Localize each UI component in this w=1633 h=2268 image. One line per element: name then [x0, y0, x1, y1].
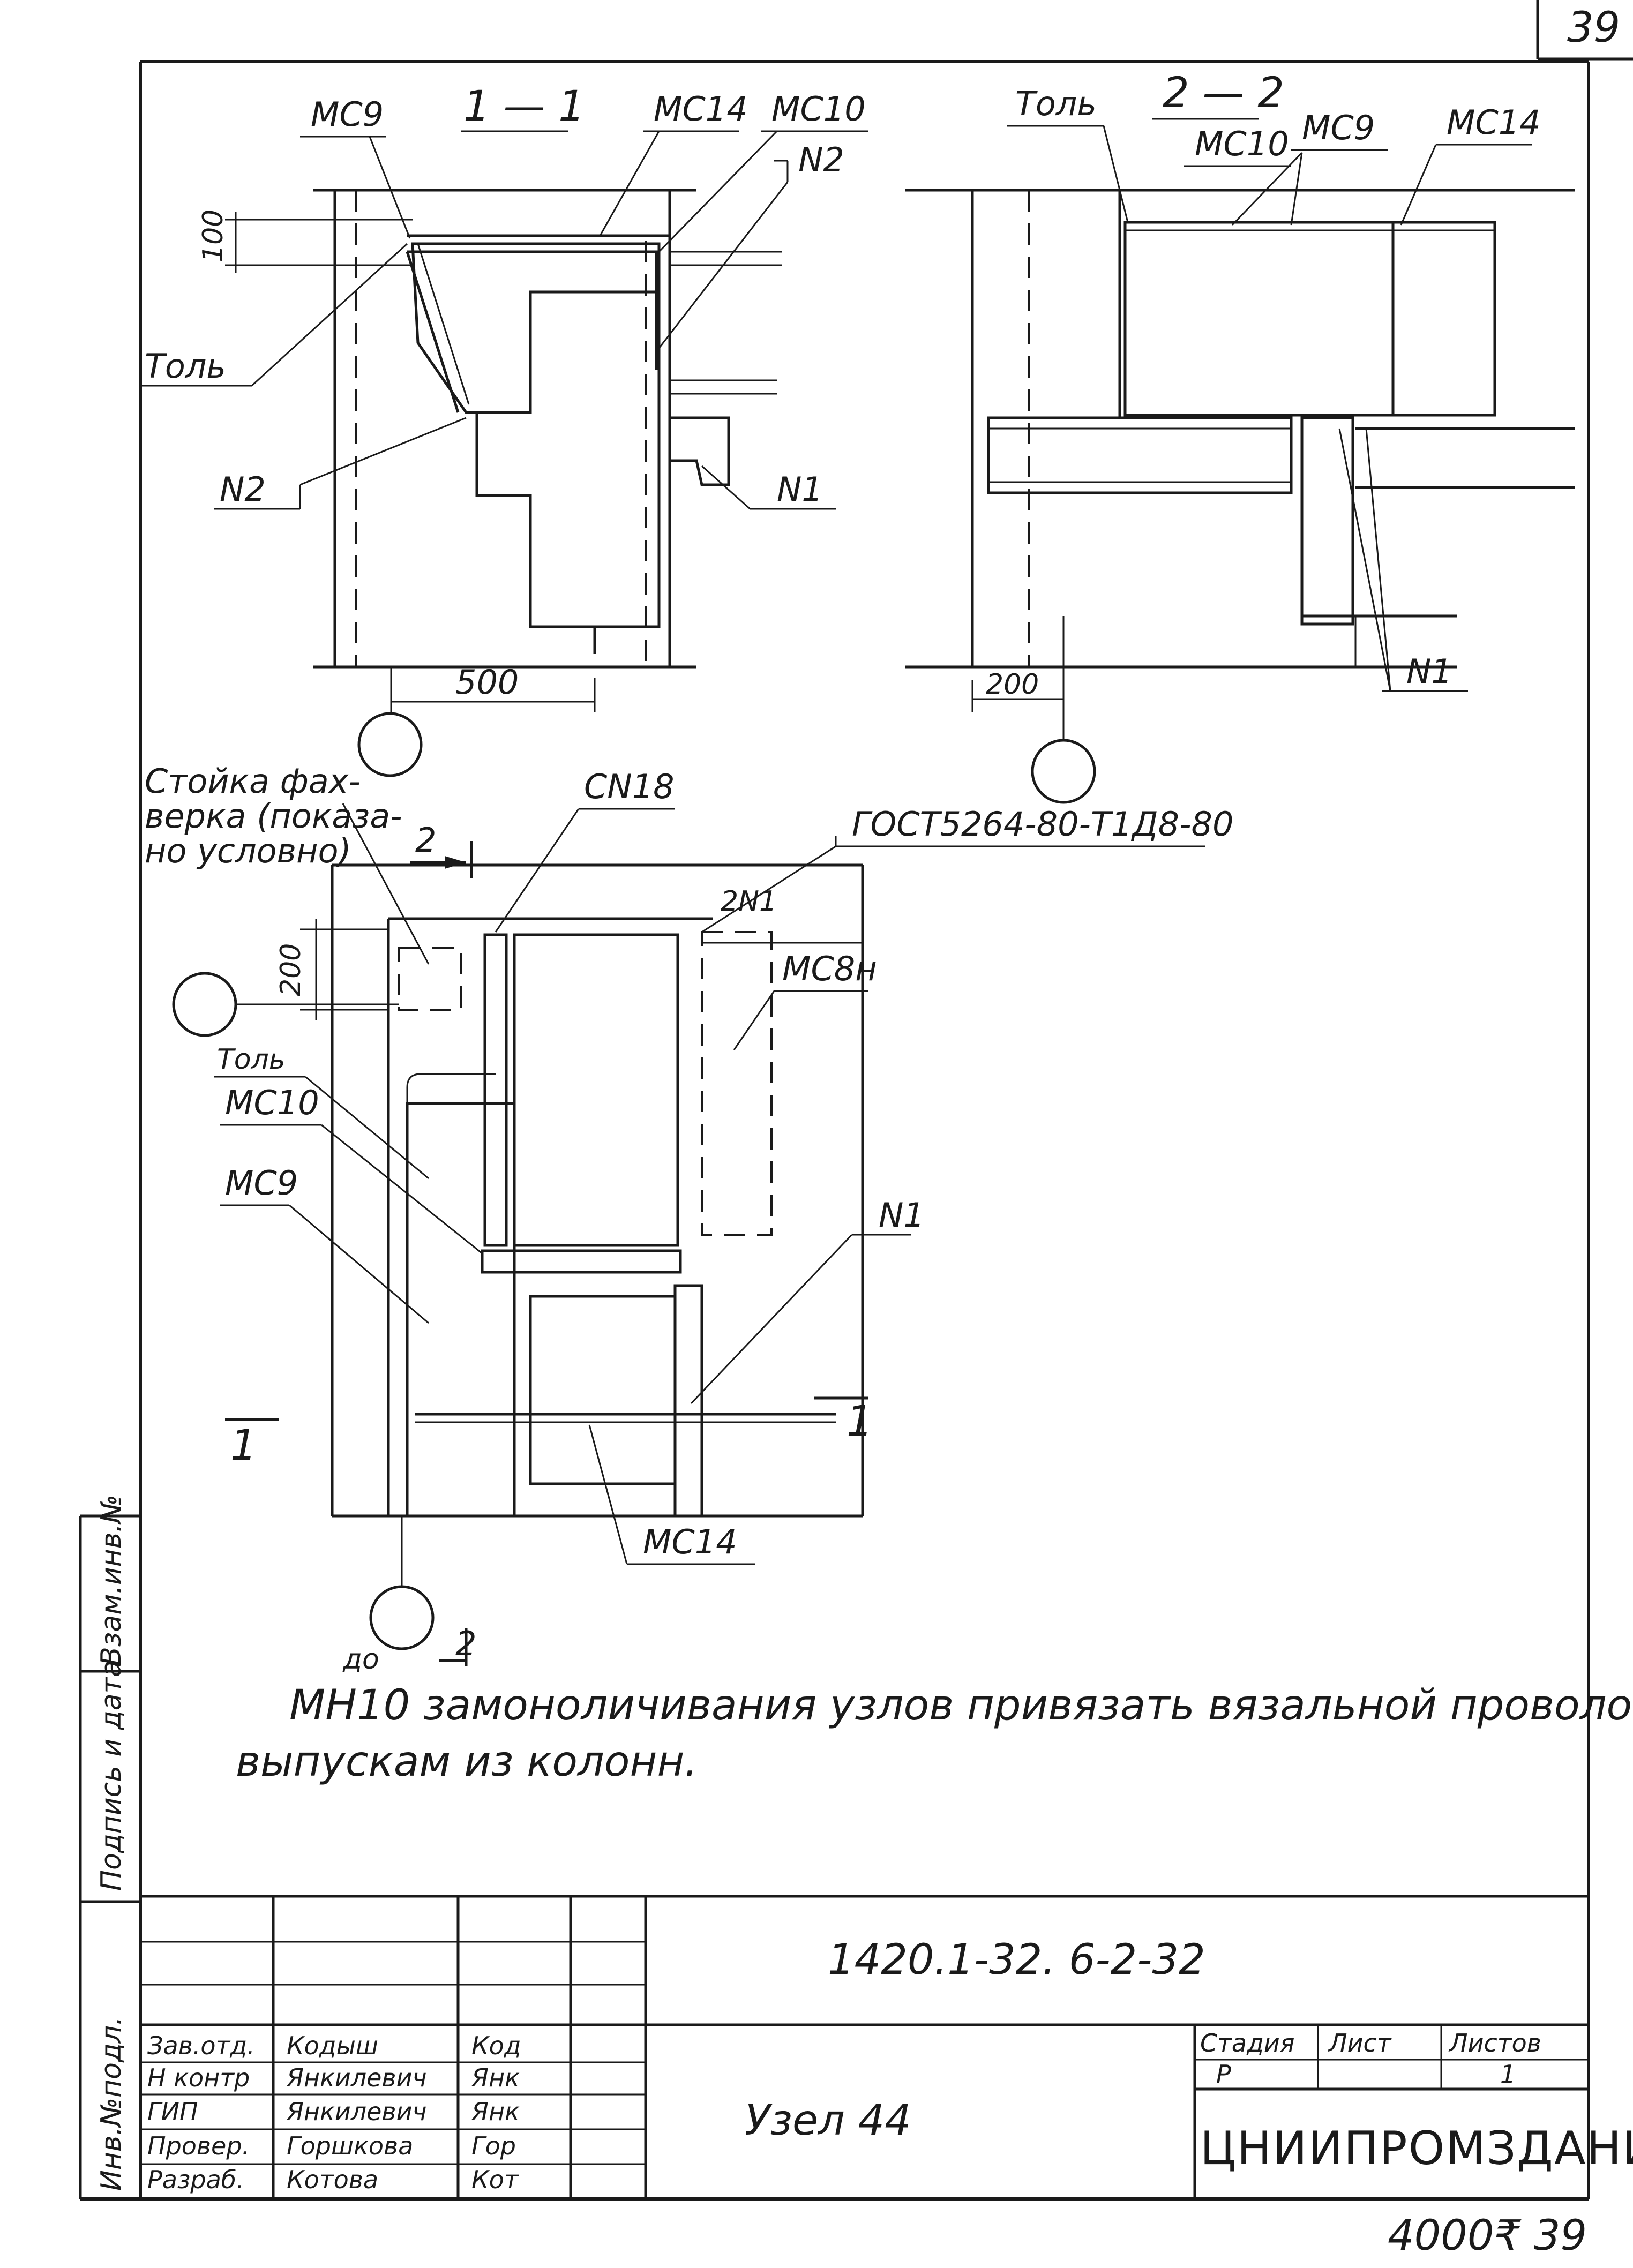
side-stamp: Инв.№подл. Подпись и дата Взам.инв.№: [79, 1495, 140, 2199]
side-stamp-replace: Взам.инв.№: [95, 1495, 128, 1666]
dim-100-label: 100: [197, 209, 229, 262]
role-4: Разраб.: [147, 2165, 244, 2194]
label-mc10-2: МС10: [1195, 124, 1289, 163]
section-2-title: 2 — 2: [1163, 69, 1284, 117]
label-stoyka-2: верка (показа-: [145, 797, 402, 836]
label-stoyka-3: но условно): [145, 831, 351, 870]
role-1: Н контр: [147, 2063, 250, 2092]
label-mc14-2: МС14: [1447, 103, 1541, 142]
cut-2-top: 2: [415, 821, 436, 860]
label-stoyka-1: Стойка фах-: [145, 762, 361, 801]
label-mc14: МС14: [654, 89, 748, 129]
name-4: Котова: [287, 2165, 378, 2194]
stage-header: Стадия: [1200, 2029, 1294, 2057]
role-0: Зав.отд.: [147, 2031, 255, 2060]
role-3: Провер.: [147, 2131, 250, 2160]
drawing-title: Узел 44: [745, 2097, 911, 2145]
outer-frame: [80, 60, 1590, 2201]
page-number: 39: [1567, 4, 1620, 52]
sign-4: Кот: [471, 2165, 519, 2194]
label-n1-plan: N1: [879, 1196, 925, 1235]
sign-0: Код: [471, 2031, 521, 2060]
label-mc9-2: МС9: [1302, 108, 1375, 147]
label-mc10-plan: МС10: [225, 1083, 319, 1122]
name-1: Янкилевич: [286, 2063, 427, 2092]
side-stamp-sign: Подпись и дата: [95, 1660, 128, 1891]
dim-200-plan: 200: [275, 943, 307, 996]
label-n2-left: N2: [220, 470, 266, 509]
name-2: Янкилевич: [286, 2097, 427, 2126]
sign-1: Янк: [471, 2063, 520, 2092]
sign-2: Янк: [471, 2097, 520, 2126]
label-mc9-plan: МС9: [225, 1163, 298, 1203]
label-n2-top: N2: [798, 140, 844, 179]
note-line-2: выпускам из колонн.: [236, 1738, 698, 1786]
dim-500-label: 500: [455, 663, 519, 702]
label-n1-2: N1: [1406, 652, 1452, 691]
axis-bubble-3: [172, 972, 237, 1037]
label-gost: ГОСТ5264-80-Т1Д8-80: [852, 805, 1233, 844]
axis-bubble-1: [357, 712, 423, 777]
cut-1-left: 1: [230, 1422, 257, 1470]
section-1-title: 1 — 1: [463, 82, 585, 131]
dim-200-label-2: 200: [986, 669, 1039, 701]
organization: ЦНИИПРОМЗДАНИЙ: [1200, 2121, 1633, 2175]
sheets-header: Листов: [1448, 2029, 1541, 2057]
label-mc9: МС9: [311, 95, 384, 134]
name-0: Кодыш: [287, 2031, 378, 2060]
note-block: до МН10 замоноличивания узлов привязать …: [236, 1643, 1633, 1786]
role-2: ГИП: [147, 2097, 198, 2126]
axis-bubble-2: [1031, 739, 1096, 804]
label-mc14-plan: МС14: [643, 1522, 737, 1561]
footer-number: 4000₹ 39: [1388, 2212, 1587, 2260]
name-3: Горшкова: [287, 2131, 413, 2160]
sheet-header: Лист: [1328, 2029, 1392, 2057]
section-2-2: 2 — 2 Толь МС10 МС9 МС14 N1 200: [905, 69, 1575, 804]
axis-bubble-4: [369, 1585, 435, 1650]
page-number-box: 39: [1536, 0, 1633, 61]
side-stamp-inv: Инв.№подл.: [95, 2016, 128, 2191]
note-superscript: до: [342, 1643, 379, 1676]
cut-1-right: 1: [847, 1398, 873, 1446]
label-tol-2: Толь: [1015, 84, 1097, 123]
section-1-1: 100 500 1 — 1 МС9 МС14 МС10 N2 Толь N2 N…: [139, 82, 868, 777]
label-mc8n: МС8н: [782, 949, 877, 988]
label-2n1: 2N1: [721, 885, 777, 918]
label-sn18: СN18: [584, 767, 675, 806]
note-line-1: МН10 замоноличивания узлов привязать вяз…: [289, 1681, 1633, 1730]
plan-view: 200 2 2 1 1 Стойка фах- верка (показа- н…: [145, 762, 1233, 1666]
designation: 1420.1-32. 6-2-32: [828, 1936, 1205, 1984]
label-mc10: МС10: [771, 89, 866, 129]
label-tol-1: Толь: [145, 347, 226, 386]
stage-value: Р: [1216, 2060, 1231, 2089]
label-tol-plan: Толь: [217, 1043, 285, 1076]
sign-3: Гор: [471, 2131, 516, 2160]
label-n1-1: N1: [777, 470, 823, 509]
title-block: 1420.1-32. 6-2-32 Узел 44 Зав.отд. Кодыш…: [140, 1895, 1633, 2199]
sheets-value: 1: [1500, 2060, 1516, 2089]
